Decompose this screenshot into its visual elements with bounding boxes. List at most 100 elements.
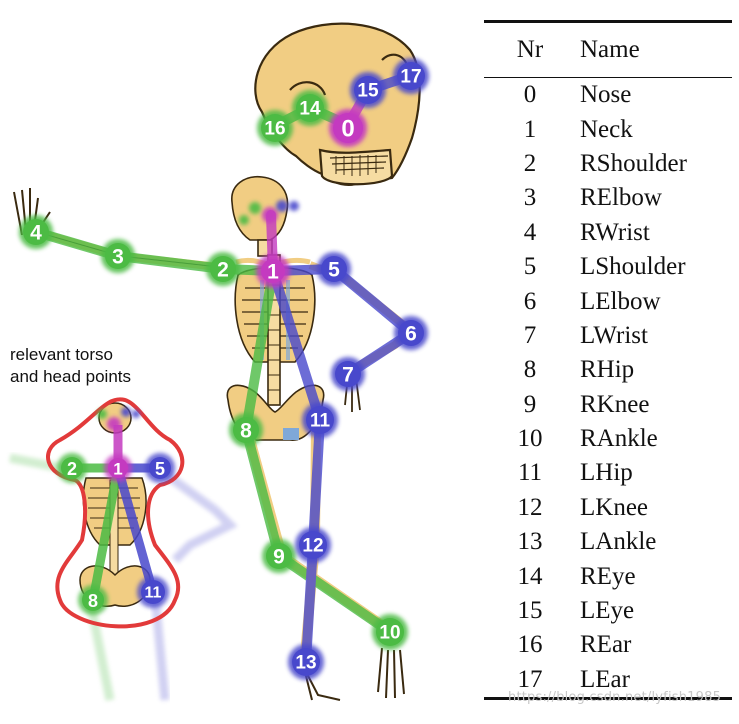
cell-name: LShoulder	[580, 253, 686, 281]
keypoint-label: 7	[342, 364, 354, 387]
main-skeleton	[13, 176, 416, 701]
cell-nr: 1	[523, 115, 537, 143]
cell-name: RWrist	[580, 218, 650, 246]
table-row: 3 RElbow	[484, 181, 732, 215]
keypoint-9: 9	[262, 539, 296, 573]
keypoint-markers: 0 1 2 3 4 5	[19, 58, 429, 680]
keypoint-label: 16	[264, 119, 285, 140]
cell-name: LHip	[580, 459, 633, 487]
keypoint-14: 14	[292, 90, 328, 126]
keypoint-6: 6	[394, 316, 428, 350]
keypoint-table: Nr Name 0 Nose 1 Neck 2 RShoulder 3 RElbow 4…	[484, 20, 732, 700]
keypoint-label: 11	[310, 411, 331, 432]
keypoint-8: 8	[229, 413, 263, 447]
keypoint-17: 17	[393, 58, 429, 94]
keypoint-label: 1	[267, 261, 279, 284]
cell-name: REye	[580, 562, 636, 590]
cell-nr: 2	[523, 149, 537, 177]
cell-name: LElbow	[580, 287, 661, 315]
cell-name: Nose	[580, 81, 632, 109]
keypoint-4: 4	[19, 215, 53, 249]
cell-nr: 7	[523, 321, 537, 349]
table-row: 10 RAnkle	[484, 422, 732, 456]
inset-keypoint-8: 8	[78, 585, 108, 615]
cell-nr: 12	[517, 493, 543, 521]
inset-torso	[9, 397, 238, 701]
keypoint-label: 1	[113, 460, 122, 479]
table-row: 4 RWrist	[484, 216, 732, 250]
keypoint-2: 2	[206, 252, 240, 286]
cell-name: LEar	[580, 665, 630, 693]
keypoint-label: 0	[341, 116, 354, 143]
keypoint-5: 5	[317, 252, 351, 286]
keypoint-label: 13	[295, 653, 316, 674]
column-header-nr: Nr	[516, 36, 544, 63]
keypoint-label: 10	[379, 623, 400, 644]
inset-keypoint-1: 1	[104, 454, 132, 482]
cell-nr: 10	[517, 425, 543, 453]
table-row: 6 LElbow	[484, 284, 732, 318]
cell-name: Neck	[580, 115, 633, 143]
cell-nr: 6	[523, 287, 537, 315]
keypoint-16: 16	[257, 110, 293, 146]
skeleton-figure: 0 1 2 3 4 5	[9, 22, 429, 701]
caption-line-1: relevant torso	[10, 345, 113, 364]
keypoint-label: 8	[88, 591, 98, 611]
keypoint-label: 2	[67, 459, 77, 479]
cell-name: LAnkle	[580, 528, 657, 556]
cell-name: RAnkle	[580, 425, 658, 453]
keypoint-label: 11	[145, 585, 162, 602]
table-row: 11 LHip	[484, 456, 732, 490]
cell-name: RKnee	[580, 390, 650, 418]
cell-nr: 3	[523, 184, 537, 212]
keypoint-label: 12	[302, 536, 323, 557]
watermark: https://blog.csdn.net/lyfish1985	[508, 690, 722, 705]
keypoint-13: 13	[288, 644, 324, 680]
cell-nr: 13	[517, 528, 543, 556]
table-row: 5 LShoulder	[484, 250, 732, 284]
inset-caption: relevant torso and head points	[10, 344, 131, 388]
cell-nr: 4	[523, 218, 537, 246]
keypoint-11: 11	[302, 402, 338, 438]
keypoint-10: 10	[372, 614, 408, 650]
keypoint-1: 1	[256, 254, 290, 288]
cell-nr: 0	[523, 81, 537, 109]
cell-name: LEye	[580, 597, 635, 625]
keypoint-label: 4	[30, 222, 42, 245]
keypoint-3: 3	[101, 239, 135, 273]
keypoint-7: 7	[331, 357, 365, 391]
cell-name: RShoulder	[580, 149, 687, 177]
caption-line-2: and head points	[10, 367, 131, 386]
table-row: 1 Neck	[484, 112, 732, 146]
keypoint-label: 17	[400, 67, 421, 88]
keypoint-label: 5	[328, 259, 340, 282]
cell-nr: 5	[523, 253, 537, 281]
keypoint-label: 5	[155, 459, 165, 479]
table-row: 13 LAnkle	[484, 525, 732, 559]
table-row: 7 LWrist	[484, 319, 732, 353]
cell-nr: 8	[523, 356, 537, 384]
keypoint-15: 15	[350, 72, 386, 108]
inset-keypoint-11: 11	[137, 576, 169, 608]
keypoint-12: 12	[295, 527, 331, 563]
cell-nr: 15	[517, 597, 543, 625]
table-header-row: Nr Name	[484, 21, 732, 78]
column-header-name: Name	[580, 36, 640, 63]
skeleton-keypoint-diagram: 0 1 2 3 4 5	[9, 22, 429, 701]
inset-keypoint-5: 5	[145, 453, 175, 483]
cell-nr: 11	[517, 459, 543, 487]
cell-name: RHip	[580, 356, 635, 384]
table-row: 14 REye	[484, 559, 732, 593]
cell-name: RElbow	[580, 184, 662, 212]
cell-nr: 14	[517, 562, 543, 590]
cell-nr: 16	[517, 631, 543, 659]
keypoint-label: 2	[217, 259, 229, 282]
cell-name: LWrist	[580, 321, 648, 349]
keypoint-label: 3	[112, 246, 124, 269]
table-row: 8 RHip	[484, 353, 732, 387]
keypoint-label: 14	[299, 99, 321, 120]
